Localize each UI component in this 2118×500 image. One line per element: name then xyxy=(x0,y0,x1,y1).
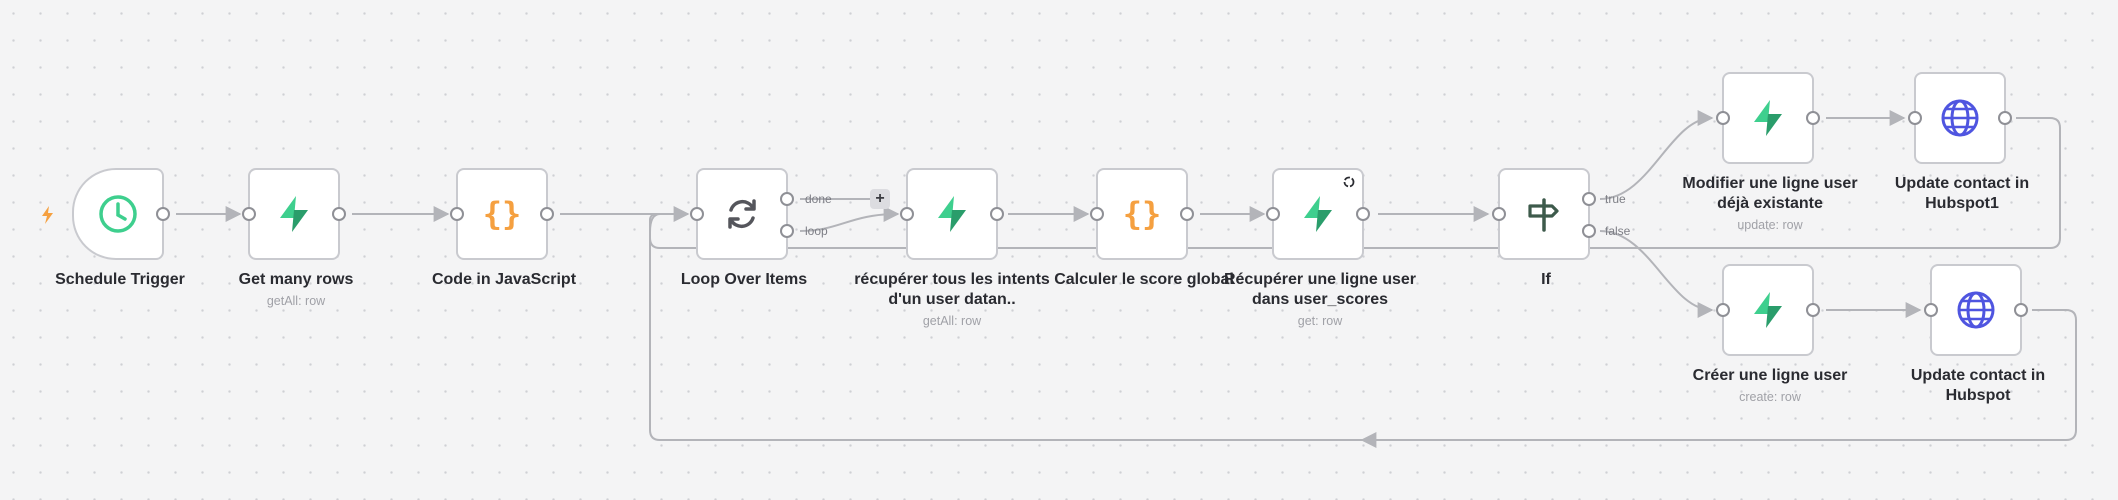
supabase-icon xyxy=(930,192,974,236)
node-get-many-rows[interactable] xyxy=(242,168,346,260)
node-update-hubspot[interactable] xyxy=(1924,264,2028,356)
output-port-false[interactable] xyxy=(1582,224,1596,238)
node-calculer-score[interactable]: {} xyxy=(1090,168,1194,260)
node-label: If xyxy=(1541,271,1551,288)
node-loop-over-items[interactable] xyxy=(690,168,794,260)
node-modifier-ligne-user[interactable] xyxy=(1716,72,1820,164)
node-subtitle: update: row xyxy=(1737,218,1803,232)
node-label: Récupérer une ligne user dans user_score… xyxy=(1223,271,1417,308)
input-port[interactable] xyxy=(1492,207,1506,221)
output-port[interactable] xyxy=(332,207,346,221)
code-braces-icon: {} xyxy=(1120,192,1164,236)
supabase-icon xyxy=(1746,288,1790,332)
input-port[interactable] xyxy=(900,207,914,221)
output-port[interactable] xyxy=(156,207,170,221)
input-port[interactable] xyxy=(1908,111,1922,125)
output-port[interactable] xyxy=(2014,303,2028,317)
supabase-icon xyxy=(1746,96,1790,140)
signpost-icon xyxy=(1522,192,1566,236)
node-recuperer-intents[interactable] xyxy=(900,168,1004,260)
input-port[interactable] xyxy=(690,207,704,221)
loop-icon xyxy=(720,192,764,236)
output-port[interactable] xyxy=(1806,111,1820,125)
svg-text:{}: {} xyxy=(483,195,522,233)
node-subtitle: getAll: row xyxy=(266,294,326,308)
node-label: Code in JavaScript xyxy=(431,271,577,288)
add-node-button[interactable]: + xyxy=(870,189,890,209)
output-port[interactable] xyxy=(1180,207,1194,221)
code-braces-icon: {} xyxy=(480,192,524,236)
node-label: Update contact in Hubspot xyxy=(1910,367,2046,404)
node-if[interactable] xyxy=(1492,168,1596,260)
output-port[interactable] xyxy=(540,207,554,221)
output-port-done[interactable] xyxy=(780,192,794,206)
output-port[interactable] xyxy=(990,207,1004,221)
retry-icon xyxy=(1342,175,1356,194)
input-port[interactable] xyxy=(1716,111,1730,125)
output-label-true: true xyxy=(1605,192,1626,206)
node-label: Update contact in Hubspot1 xyxy=(1894,175,2030,212)
output-port[interactable] xyxy=(1356,207,1370,221)
node-subtitle: get: row xyxy=(1297,314,1343,328)
clock-icon xyxy=(96,192,140,236)
output-label-loop: loop xyxy=(805,224,828,238)
node-schedule-trigger[interactable] xyxy=(72,168,170,260)
input-port[interactable] xyxy=(1090,207,1104,221)
globe-icon xyxy=(1954,288,1998,332)
node-label: récupérer tous les intents d'un user dat… xyxy=(854,271,1050,308)
svg-text:{}: {} xyxy=(1123,195,1162,233)
node-subtitle: getAll: row xyxy=(922,314,982,328)
node-creer-ligne-user[interactable] xyxy=(1716,264,1820,356)
output-port-loop[interactable] xyxy=(780,224,794,238)
node-label: Créer une ligne user xyxy=(1692,367,1848,384)
node-subtitle: create: row xyxy=(1739,390,1801,404)
globe-icon xyxy=(1938,96,1982,140)
input-port[interactable] xyxy=(1716,303,1730,317)
input-port[interactable] xyxy=(1266,207,1280,221)
input-port[interactable] xyxy=(1924,303,1938,317)
node-recuperer-ligne-user[interactable] xyxy=(1266,168,1370,260)
output-port-true[interactable] xyxy=(1582,192,1596,206)
trigger-bolt-icon xyxy=(40,205,56,230)
supabase-icon xyxy=(1296,192,1340,236)
node-code-in-javascript[interactable]: {} xyxy=(450,168,554,260)
node-update-hubspot1[interactable] xyxy=(1908,72,2012,164)
output-port[interactable] xyxy=(1998,111,2012,125)
node-label: Get many rows xyxy=(238,271,354,288)
node-label: Calculer le score global xyxy=(1054,271,1234,288)
output-label-done: done xyxy=(805,192,832,206)
node-label: Modifier une ligne user déjà existante xyxy=(1682,175,1858,212)
input-port[interactable] xyxy=(242,207,256,221)
node-label: Schedule Trigger xyxy=(55,271,185,288)
supabase-icon xyxy=(272,192,316,236)
node-label: Loop Over Items xyxy=(680,271,808,288)
output-port[interactable] xyxy=(1806,303,1820,317)
input-port[interactable] xyxy=(450,207,464,221)
output-label-false: false xyxy=(1605,224,1631,238)
